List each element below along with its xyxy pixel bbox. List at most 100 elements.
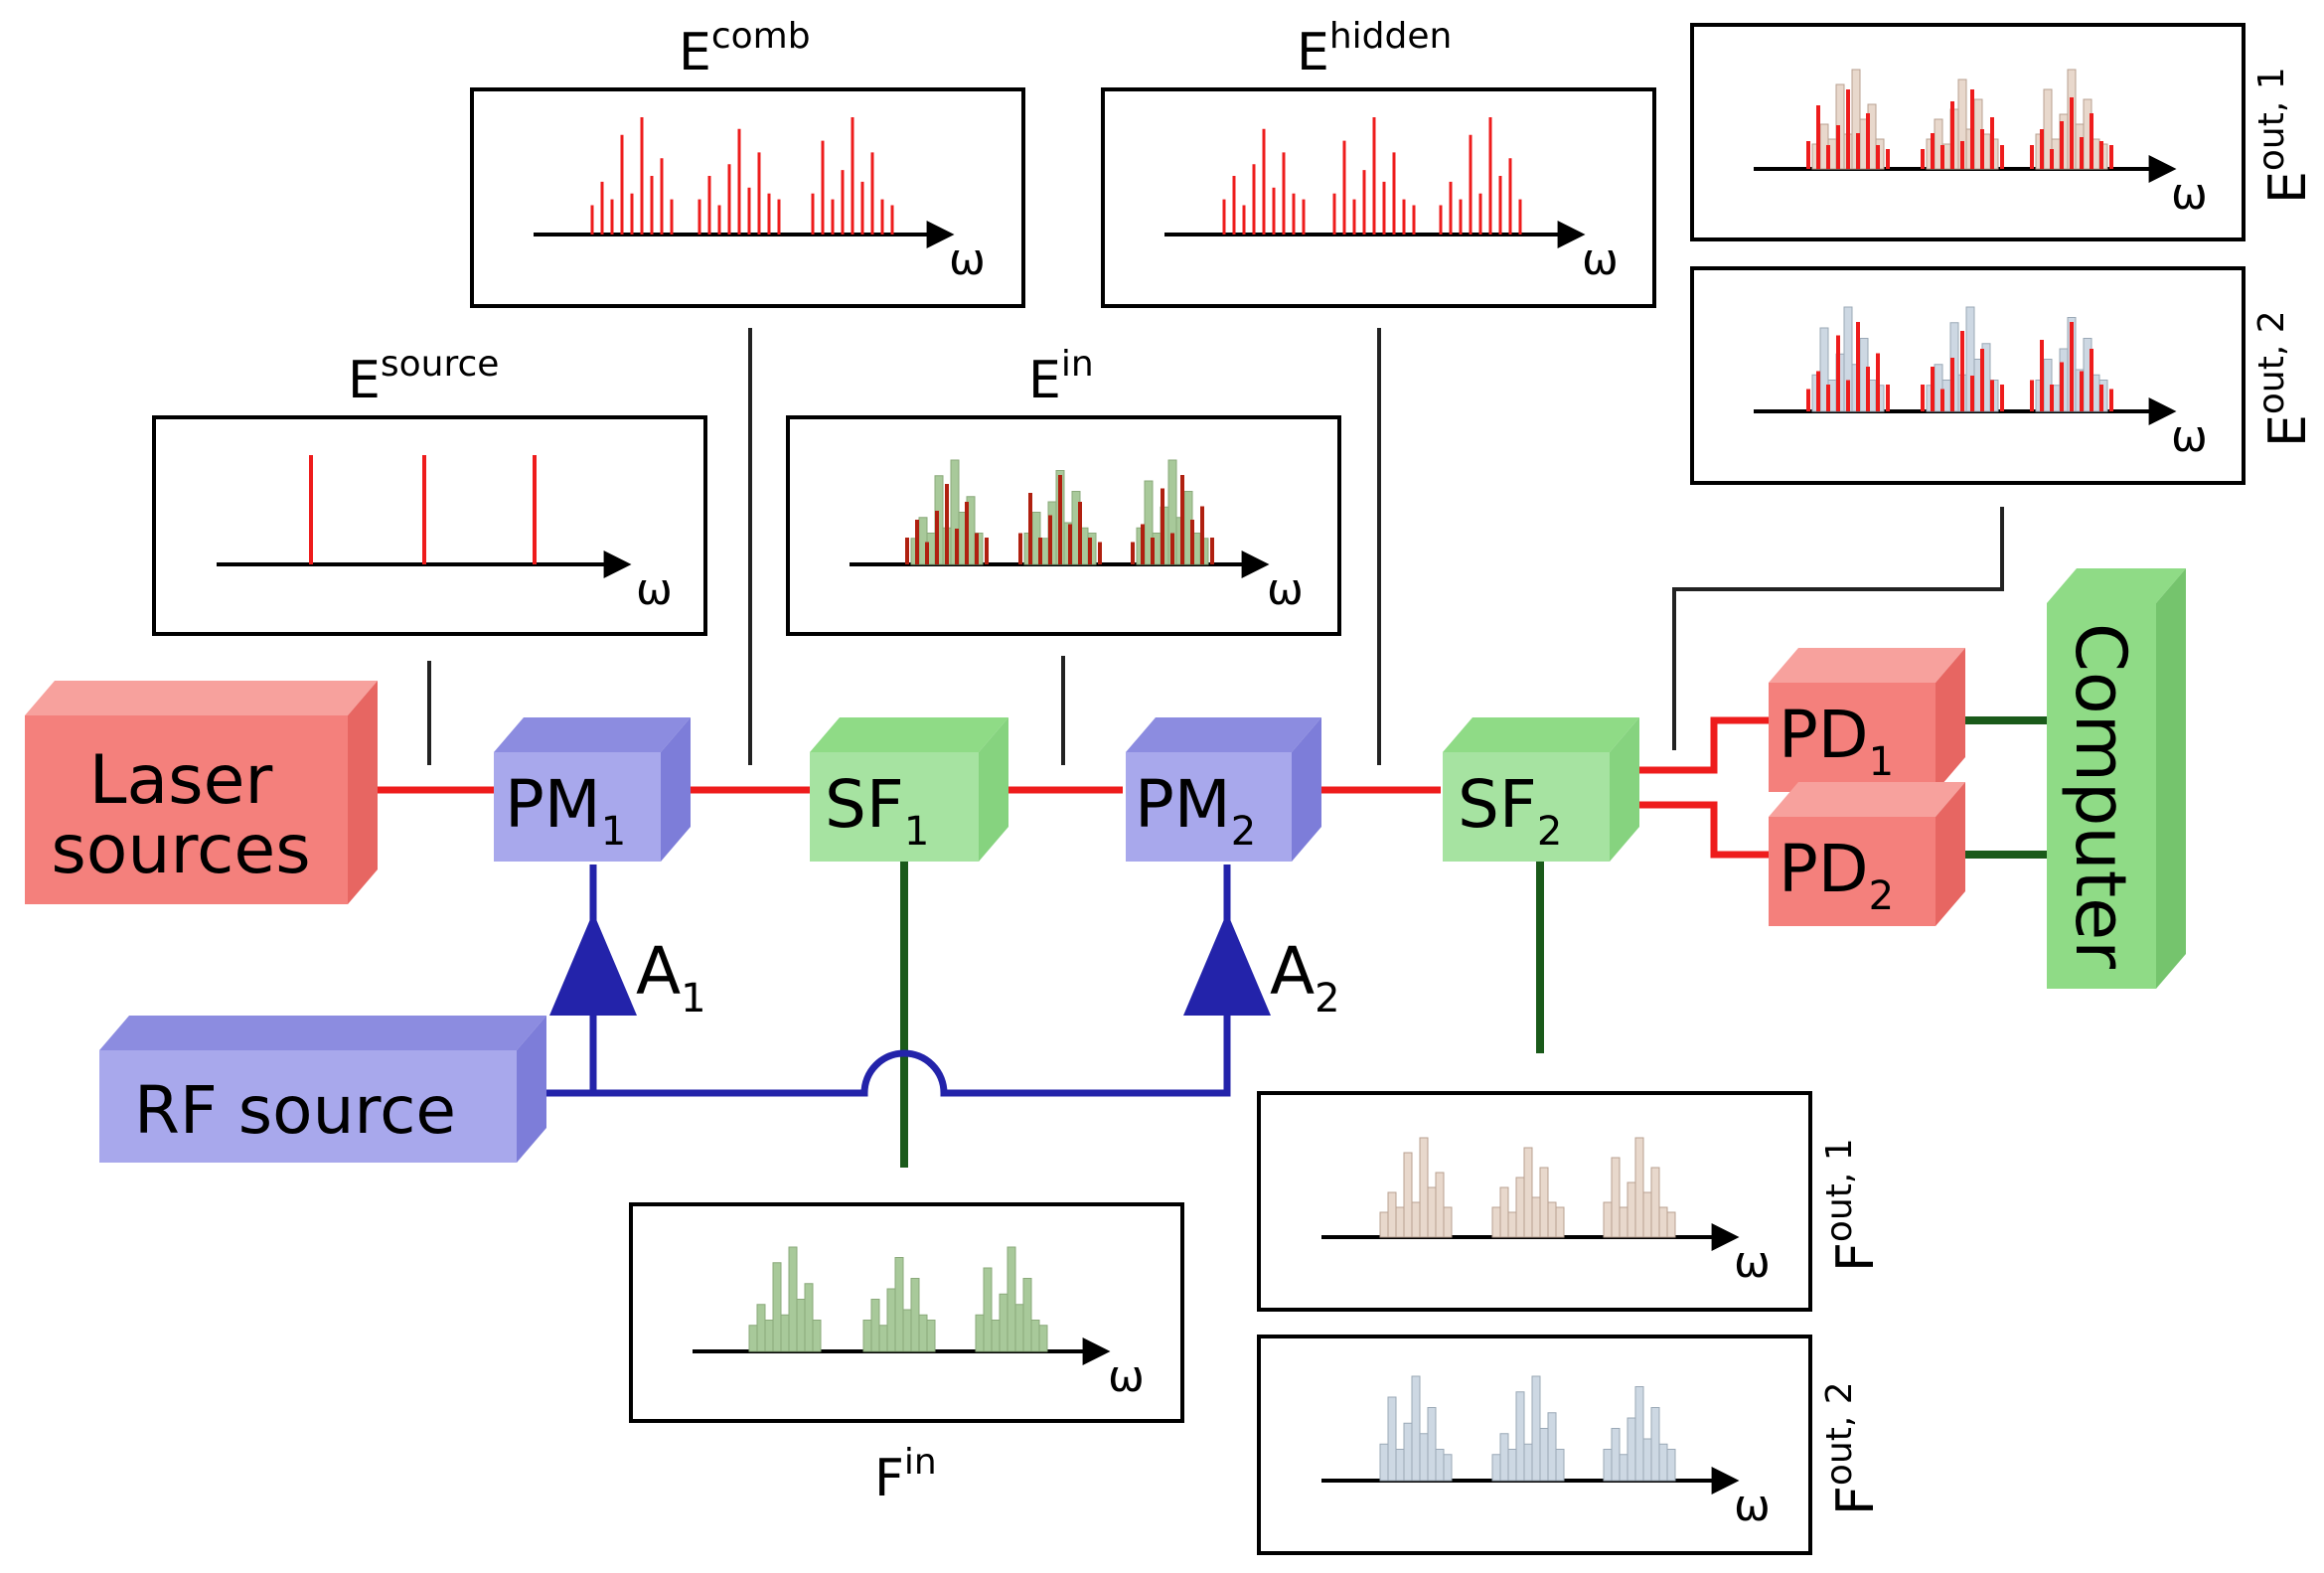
fout1-bar bbox=[1650, 1167, 1660, 1238]
title-source-sup: source bbox=[381, 344, 500, 385]
fout2-bar bbox=[1611, 1428, 1621, 1482]
amplifier-1: A1 bbox=[549, 912, 706, 1022]
panel-fout1-omega: ω bbox=[1734, 1237, 1771, 1288]
fin-bar bbox=[910, 1278, 920, 1352]
sf2-label: SF bbox=[1458, 766, 1537, 843]
title-fin-sup: in bbox=[904, 1442, 937, 1483]
laser-label-line1: Laser bbox=[89, 741, 273, 820]
panel-hidden: ω bbox=[1101, 87, 1656, 308]
amplifier-2-subscript: 2 bbox=[1315, 976, 1339, 1022]
fout1-bar bbox=[1658, 1206, 1668, 1238]
fout2-bar bbox=[1547, 1412, 1557, 1482]
amplifier-1-triangle bbox=[549, 912, 637, 1016]
fout2-bar bbox=[1515, 1391, 1525, 1482]
fout1-bar bbox=[1603, 1201, 1613, 1238]
panel-fin: ω bbox=[629, 1202, 1184, 1423]
svg-text:Ecomb: Ecomb bbox=[679, 16, 811, 82]
title-fout2-base: F bbox=[1826, 1486, 1886, 1515]
fout1-bar bbox=[1515, 1177, 1525, 1238]
fout1-bar bbox=[1547, 1201, 1557, 1238]
fin-bar bbox=[1030, 1320, 1040, 1352]
panel-eout1-omega: ω bbox=[2171, 169, 2208, 220]
svg-text:Esource: Esource bbox=[348, 344, 499, 410]
fout2-bar bbox=[1531, 1375, 1541, 1482]
svg-text:PD1: PD1 bbox=[1779, 697, 1894, 785]
svg-text:A2: A2 bbox=[1270, 933, 1340, 1022]
pd2-box: PD2 bbox=[1769, 782, 1965, 926]
fin-bar bbox=[902, 1309, 912, 1352]
ein-bar bbox=[1144, 480, 1154, 565]
fin-bar bbox=[764, 1320, 774, 1352]
fout2-bar bbox=[1395, 1449, 1405, 1482]
fout2-bar bbox=[1666, 1449, 1676, 1482]
fin-bar bbox=[1007, 1246, 1016, 1352]
fout2-bar bbox=[1387, 1396, 1397, 1482]
title-eout2-base: E bbox=[2258, 414, 2318, 447]
panel-eout2-omega: ω bbox=[2171, 411, 2208, 462]
fout1-bar bbox=[1387, 1191, 1397, 1238]
sf1-box: SF1 bbox=[810, 717, 1008, 862]
fout1-bar bbox=[1619, 1206, 1628, 1238]
rf-lines bbox=[517, 865, 1231, 1097]
panel-eout1-spectrum bbox=[1806, 69, 2113, 170]
sf1-label: SF bbox=[825, 766, 904, 843]
fin-bar bbox=[991, 1320, 1001, 1352]
pm2-subscript: 2 bbox=[1231, 809, 1256, 855]
amplifier-2-label: A bbox=[1270, 933, 1315, 1010]
panel-fout2: ω bbox=[1257, 1335, 1812, 1555]
pd1-box: PD1 bbox=[1769, 648, 1965, 792]
panel-ein-omega: ω bbox=[1267, 564, 1304, 615]
fout2-bar bbox=[1642, 1438, 1652, 1482]
fout2-bar bbox=[1419, 1433, 1429, 1482]
fin-bar bbox=[804, 1283, 814, 1352]
fout1-bar bbox=[1627, 1181, 1636, 1238]
eout2-bar bbox=[1819, 327, 1829, 412]
fout1-bar bbox=[1379, 1211, 1389, 1238]
laser-label-line2: sources bbox=[51, 811, 310, 889]
panel-comb-omega: ω bbox=[949, 235, 986, 285]
fin-bar bbox=[999, 1293, 1008, 1352]
fout1-bar bbox=[1403, 1152, 1413, 1238]
fout2-bar bbox=[1507, 1449, 1517, 1482]
panel-comb-spectrum bbox=[590, 117, 894, 235]
fin-bar bbox=[1022, 1278, 1032, 1352]
fout1-bar bbox=[1539, 1167, 1549, 1238]
fin-bar bbox=[796, 1299, 806, 1352]
fout2-bar bbox=[1603, 1449, 1613, 1482]
svg-text:Fout, 2: Fout, 2 bbox=[1819, 1381, 1886, 1515]
panel-hidden-omega: ω bbox=[1582, 235, 1619, 285]
panel-source-omega: ω bbox=[636, 564, 673, 615]
fin-bar bbox=[926, 1320, 936, 1352]
title-comb-base: E bbox=[679, 23, 711, 82]
fout2-bar bbox=[1411, 1375, 1421, 1482]
fout1-bar bbox=[1507, 1211, 1517, 1238]
connector-eout bbox=[1672, 507, 2004, 750]
pd1-label: PD bbox=[1779, 697, 1869, 773]
fin-bar bbox=[748, 1325, 758, 1352]
sf2-subscript: 2 bbox=[1537, 809, 1562, 855]
svg-text:Eout, 2: Eout, 2 bbox=[2251, 310, 2318, 447]
svg-text:Ehidden: Ehidden bbox=[1297, 16, 1452, 82]
amplifier-2: A2 bbox=[1183, 912, 1340, 1022]
svg-text:SF2: SF2 bbox=[1458, 766, 1562, 855]
amplifier-2-triangle bbox=[1183, 912, 1271, 1016]
fout1-bar bbox=[1642, 1191, 1652, 1238]
title-fout1-sup: out, 1 bbox=[1819, 1138, 1860, 1242]
pm2-box: PM2 bbox=[1126, 717, 1321, 862]
fout1-bar bbox=[1499, 1186, 1509, 1238]
fin-bar bbox=[975, 1314, 985, 1352]
panel-connectors bbox=[427, 328, 2004, 765]
title-fout1-base: F bbox=[1826, 1242, 1886, 1272]
fin-bar bbox=[1038, 1325, 1048, 1352]
panel-source-spectrum bbox=[309, 455, 537, 564]
title-source-base: E bbox=[348, 351, 381, 410]
fout2-bar bbox=[1499, 1433, 1509, 1482]
fout1-bar bbox=[1666, 1211, 1676, 1238]
panel-fout1-spectrum bbox=[1379, 1137, 1676, 1238]
pd2-subscript: 2 bbox=[1869, 873, 1894, 919]
fiber-sf2-pd2 bbox=[1620, 801, 1779, 859]
fin-bar bbox=[918, 1314, 928, 1352]
fin-bar bbox=[894, 1257, 904, 1352]
title-eout1-sup: out, 1 bbox=[2251, 67, 2292, 171]
